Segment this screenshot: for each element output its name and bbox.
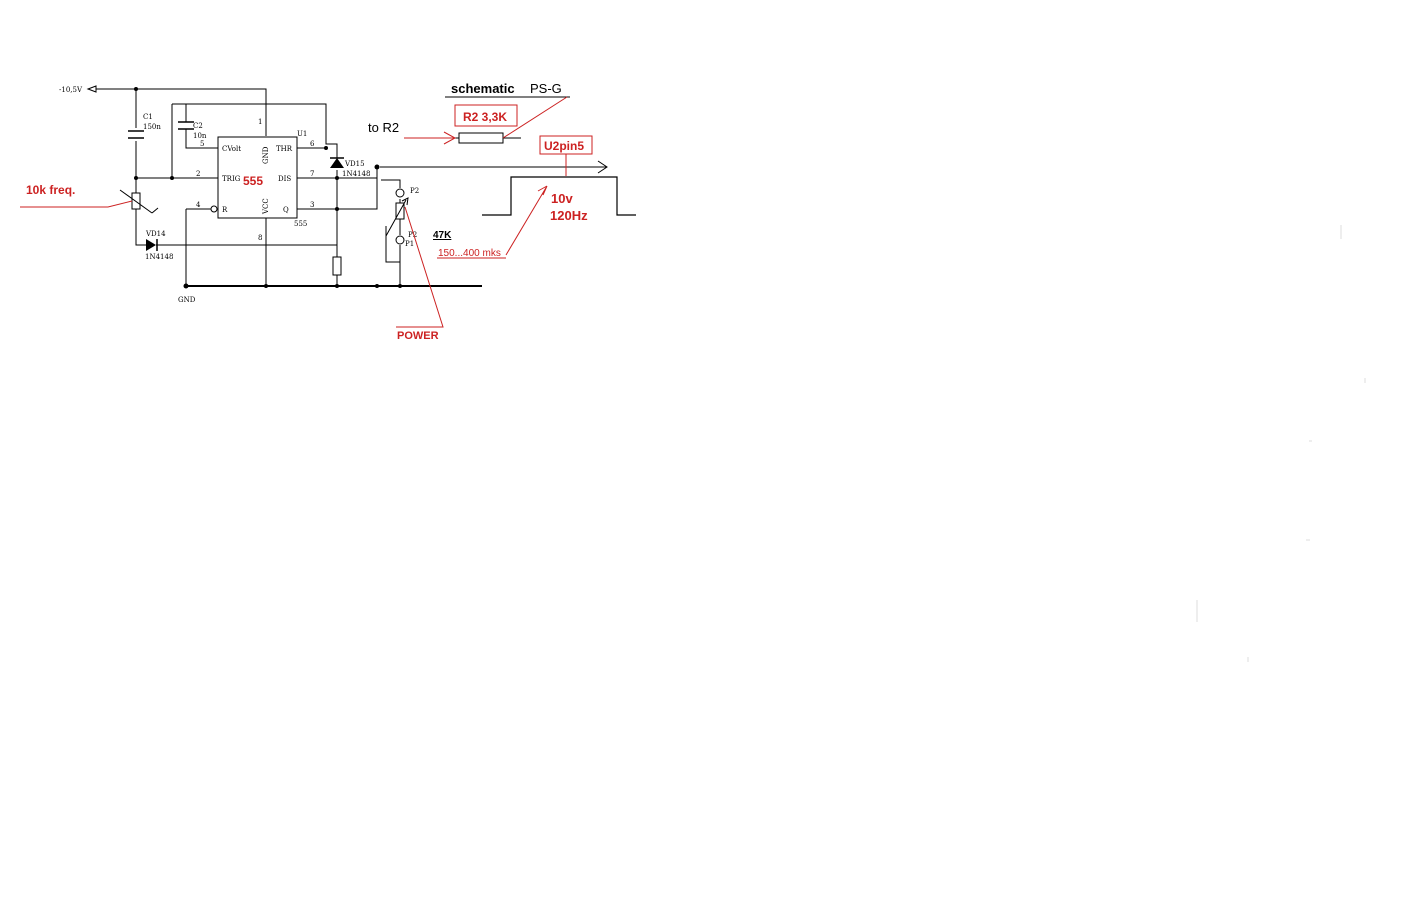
u1-label: U1 bbox=[297, 130, 307, 138]
junction-dots bbox=[134, 87, 402, 289]
power-label: POWER bbox=[397, 330, 439, 342]
component-labels: -10,5V C1 150n C2 10n 1 2 3 4 5 6 7 8 U1… bbox=[59, 86, 419, 304]
voltage-label: 10v bbox=[551, 191, 573, 206]
wiring bbox=[86, 85, 636, 287]
supply-arrow bbox=[86, 85, 97, 93]
frequency-label: 120Hz bbox=[550, 208, 588, 223]
c2-capacitor bbox=[178, 121, 194, 130]
pin-cvolt-label: CVolt bbox=[222, 145, 241, 153]
c1-value: 150n bbox=[143, 123, 161, 131]
reset-wire bbox=[185, 208, 211, 286]
red-annotation-text: 555 10k freq. R2 3,3K U2pin5 10v 120Hz 1… bbox=[26, 110, 588, 342]
scan-artifacts bbox=[1196, 225, 1366, 662]
pin8-label: 8 bbox=[258, 234, 262, 242]
vd15-part-label: 1N4148 bbox=[342, 170, 370, 178]
pin-dis-label: DIS bbox=[278, 175, 291, 183]
output-wire bbox=[380, 160, 608, 174]
black-annotations: to R2 schematic PS-G 47K bbox=[368, 81, 562, 241]
pin3-label: 3 bbox=[310, 201, 314, 209]
r-47k-label: 47K bbox=[433, 230, 452, 241]
ic-555-label: 555 bbox=[243, 174, 263, 188]
supply-rail bbox=[96, 88, 267, 136]
p2-wiper-wire bbox=[385, 226, 400, 263]
c2-value: 10n bbox=[193, 132, 207, 140]
r2-pointer bbox=[502, 96, 568, 139]
pulse-waveform bbox=[482, 176, 636, 216]
gnd-label: GND bbox=[178, 296, 196, 304]
pin2-label: 2 bbox=[196, 170, 200, 178]
vd14-part-label: 1N4148 bbox=[145, 253, 173, 261]
c1-wire bbox=[135, 89, 337, 246]
u2pin5-label: U2pin5 bbox=[544, 139, 584, 153]
pulse-pointer bbox=[505, 185, 548, 256]
power-pointer bbox=[396, 206, 444, 328]
pin-r-label: R bbox=[222, 206, 228, 214]
pin4-label: 4 bbox=[196, 201, 201, 209]
pin6-label: 6 bbox=[310, 140, 315, 148]
q-wire bbox=[297, 178, 378, 210]
r2-resistor bbox=[458, 132, 504, 144]
vd15-label: VD15 bbox=[344, 160, 365, 168]
p2-mid-label: P2 bbox=[408, 231, 417, 239]
bottom-resistor bbox=[332, 256, 342, 276]
c1-capacitor bbox=[128, 130, 144, 139]
p2-wire bbox=[381, 179, 401, 286]
r2-value-label: R2 3,3K bbox=[463, 110, 507, 124]
vd14-diode bbox=[146, 239, 158, 251]
p2-top-label: P2 bbox=[410, 187, 419, 195]
pin-q-label: Q bbox=[283, 206, 289, 214]
r2-value-box bbox=[454, 104, 518, 127]
pin7-label: 7 bbox=[310, 170, 314, 178]
pulse-width-label: 150...400 mks bbox=[438, 248, 501, 259]
freq-pointer bbox=[20, 200, 133, 208]
supply-label: -10,5V bbox=[59, 86, 83, 94]
c2-wire bbox=[172, 103, 338, 160]
ps-g-label: PS-G bbox=[530, 81, 562, 96]
to-r2-label: to R2 bbox=[368, 120, 399, 135]
pin-vcc-label: VCC bbox=[262, 198, 270, 215]
red-annotation-lines bbox=[20, 96, 593, 328]
vd15-diode bbox=[330, 157, 344, 168]
p2-terminal bbox=[395, 188, 405, 198]
c2-label: C2 bbox=[193, 122, 203, 130]
to-r2-arrow bbox=[404, 131, 457, 145]
schematic-label: schematic bbox=[451, 81, 515, 96]
p1-terminal bbox=[395, 235, 405, 245]
c1-label: C1 bbox=[143, 113, 153, 121]
freq-pot-label: 10k freq. bbox=[26, 183, 75, 197]
pin1-label: 1 bbox=[258, 118, 262, 126]
pin-trig-label: TRIG bbox=[222, 175, 241, 183]
reset-bubble bbox=[210, 205, 218, 213]
p1-label: P1 bbox=[405, 240, 414, 248]
vd14-label: VD14 bbox=[145, 230, 166, 238]
p2-pot-arrow bbox=[385, 197, 409, 237]
pin-gnd-label: GND bbox=[262, 146, 270, 164]
freq-pot-arrow bbox=[119, 189, 159, 214]
p2-pot-body bbox=[395, 202, 405, 220]
ic-part-label: 555 bbox=[294, 220, 307, 228]
pin5-label: 5 bbox=[200, 140, 204, 148]
pin-thr-label: THR bbox=[276, 145, 293, 153]
